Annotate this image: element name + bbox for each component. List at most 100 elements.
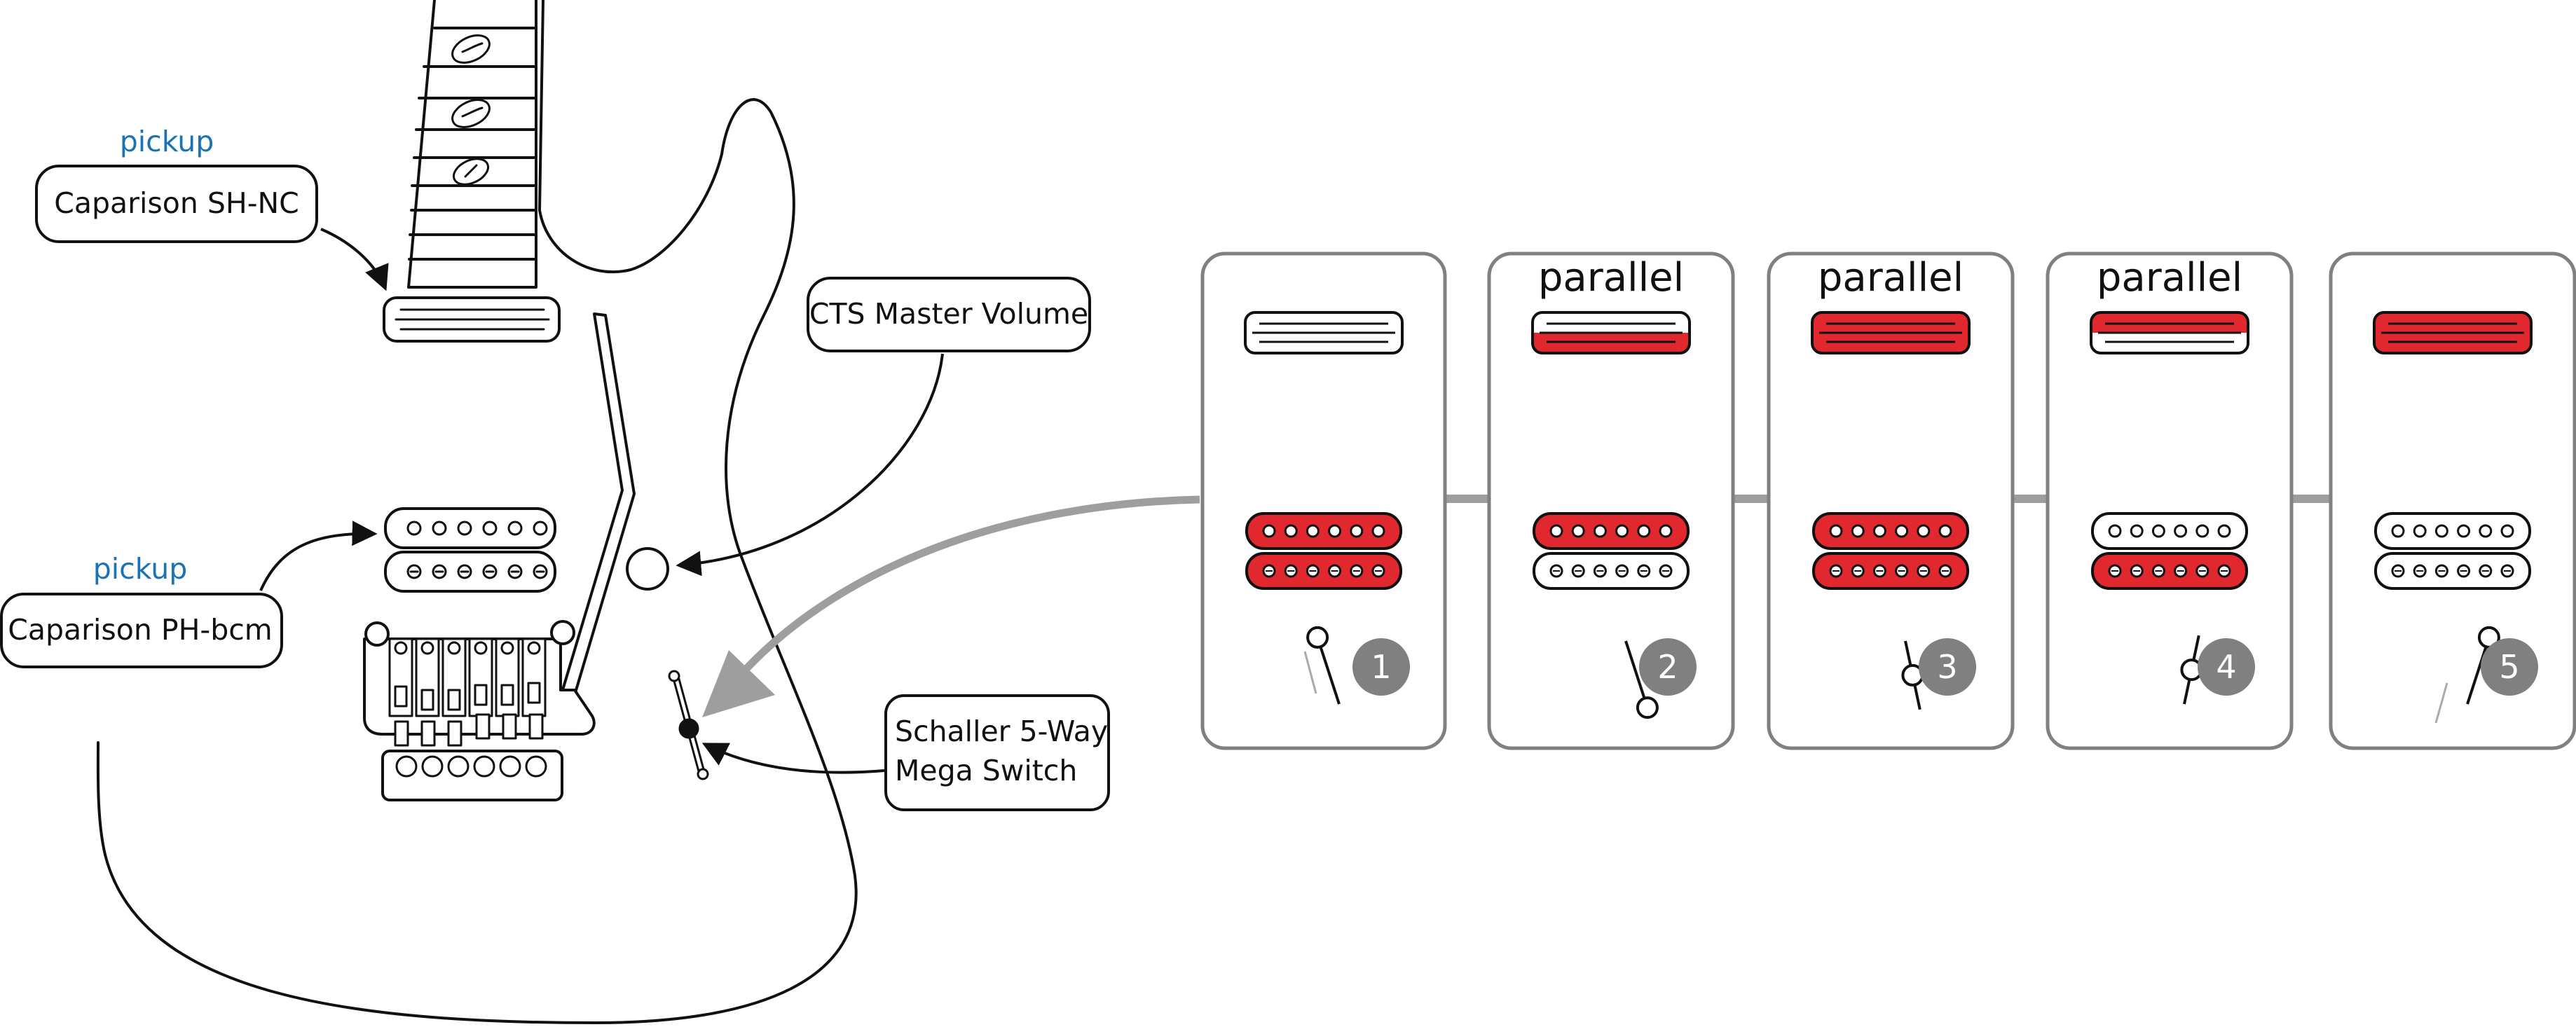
switch-position-panels: 1 parallel 2 parallel 3 parallel 4 5 (1200, 251, 2576, 750)
bridge-pickup-tag: pickup (93, 552, 187, 586)
fret-inlays (451, 34, 491, 186)
callout-switch: Schaller 5-Way Mega Switch (701, 694, 1110, 811)
neck-pickup-tag: pickup (120, 125, 214, 158)
callout-volume: CTS Master Volume (676, 277, 1091, 577)
switch-position-panel: 1 (1200, 251, 1447, 750)
panel-frame (2329, 251, 2576, 750)
pole-piece (1637, 524, 1651, 538)
volume-label: CTS Master Volume (809, 297, 1088, 331)
pole-piece (2479, 524, 2493, 538)
switch-label-line2: Mega Switch (895, 754, 1077, 787)
pole-piece (1571, 524, 1585, 538)
pole-piece (2391, 524, 2405, 538)
neck-pickup-outline (2373, 311, 2533, 354)
pole-piece (1306, 524, 1320, 538)
switch-label-line1: Schaller 5-Way (895, 715, 1108, 748)
bridge-coil-upper (1245, 512, 1402, 550)
panel-frame (1487, 251, 1735, 750)
lever-icon (2180, 635, 2203, 705)
tremolo-bridge (363, 620, 596, 801)
bridge-coil-upper (2374, 512, 2531, 550)
lever-icon (1624, 640, 1659, 719)
pole-piece (2217, 524, 2231, 538)
lever-icon (1901, 640, 1924, 710)
lever-knob (1636, 696, 1659, 719)
position-number: 4 (2216, 648, 2236, 686)
bridge-coil-upper (1533, 512, 1690, 550)
pole-piece (1549, 524, 1563, 538)
panel-mode-label: parallel (2097, 255, 2242, 301)
bridge-coil-lower (2374, 552, 2531, 590)
pole-piece (1262, 524, 1276, 538)
body-switch-icon (668, 670, 709, 780)
panel-frame (1767, 251, 2015, 750)
pole-piece (2108, 524, 2122, 538)
pole-piece (1829, 524, 1843, 538)
pole-piece (2195, 524, 2210, 538)
guitar-illustration (96, 0, 858, 1024)
pole-piece (1328, 524, 1342, 538)
bridge-coil-lower (1245, 552, 1402, 590)
pole-piece (1659, 524, 1673, 538)
positions-pointer-arrow (702, 495, 1200, 717)
pole-piece (2413, 524, 2427, 538)
lever-icon (1306, 626, 1341, 705)
pole-piece (1938, 524, 1952, 538)
pole-piece (1284, 524, 1298, 538)
switch-position-panel: parallel 2 (1487, 251, 1735, 750)
bridge-coil-upper (1812, 512, 1969, 550)
position-number: 2 (1657, 648, 1678, 686)
pole-piece (2457, 524, 2471, 538)
bridge-coil-lower (1812, 552, 1969, 590)
switch-position-panel: parallel 4 (2046, 251, 2294, 750)
bridge-coil-upper (2091, 512, 2248, 550)
number-badge-icon (2481, 638, 2538, 696)
panel-mode-label: parallel (1538, 255, 1684, 301)
pole-piece (2130, 524, 2144, 538)
volume-knob-icon (626, 547, 669, 591)
pole-piece (1593, 524, 1607, 538)
neck-pickup-label: Caparison SH-NC (54, 186, 299, 220)
pole-piece (1872, 524, 1886, 538)
number-badge-icon (1352, 638, 1410, 696)
bridge-pickup-label: Caparison PH-bcm (8, 613, 272, 647)
bridge-pickup-drawing (384, 507, 556, 593)
position-number: 1 (1371, 648, 1391, 686)
bridge-coil-lower (1533, 552, 1690, 590)
direction-hint (2434, 682, 2448, 724)
neck-pickup-outline (1531, 311, 1691, 354)
pole-piece (1350, 524, 1364, 538)
neck-pickup-drawing (383, 296, 561, 343)
number-badge-icon (1639, 638, 1697, 696)
pole-piece (2434, 524, 2448, 538)
panel-frame (1200, 251, 1447, 750)
panel-mode-label: parallel (1818, 255, 1964, 301)
callout-bridge-pickup: pickup Caparison PH-bcm (0, 521, 378, 668)
position-number: 5 (2499, 648, 2519, 686)
lever-knob (1306, 626, 1329, 649)
pole-piece (1851, 524, 1865, 538)
pole-piece (1917, 524, 1931, 538)
callout-neck-pickup: pickup Caparison SH-NC (35, 125, 389, 291)
pole-piece (1615, 524, 1629, 538)
switch-position-panel: parallel 3 (1767, 251, 2015, 750)
pole-piece (2151, 524, 2165, 538)
guitar-body-outline (96, 0, 858, 1024)
position-number: 3 (1937, 648, 1957, 686)
pole-piece (2174, 524, 2188, 538)
number-badge-icon (2198, 638, 2255, 696)
fretboard-outline (407, 0, 537, 289)
neck-pickup-outline (1811, 311, 1971, 354)
neck-pickup-outline (2090, 311, 2249, 354)
panel-connectors (1446, 495, 2330, 503)
switch-position-panel: 5 (2329, 251, 2576, 750)
pole-piece (1895, 524, 1909, 538)
bridge-coil-lower (2091, 552, 2248, 590)
panel-frame (2046, 251, 2294, 750)
number-badge-icon (1919, 638, 1976, 696)
direction-hint (1303, 651, 1317, 694)
neck-pickup-outline (1244, 311, 1404, 354)
pole-piece (1371, 524, 1385, 538)
pole-piece (2500, 524, 2514, 538)
